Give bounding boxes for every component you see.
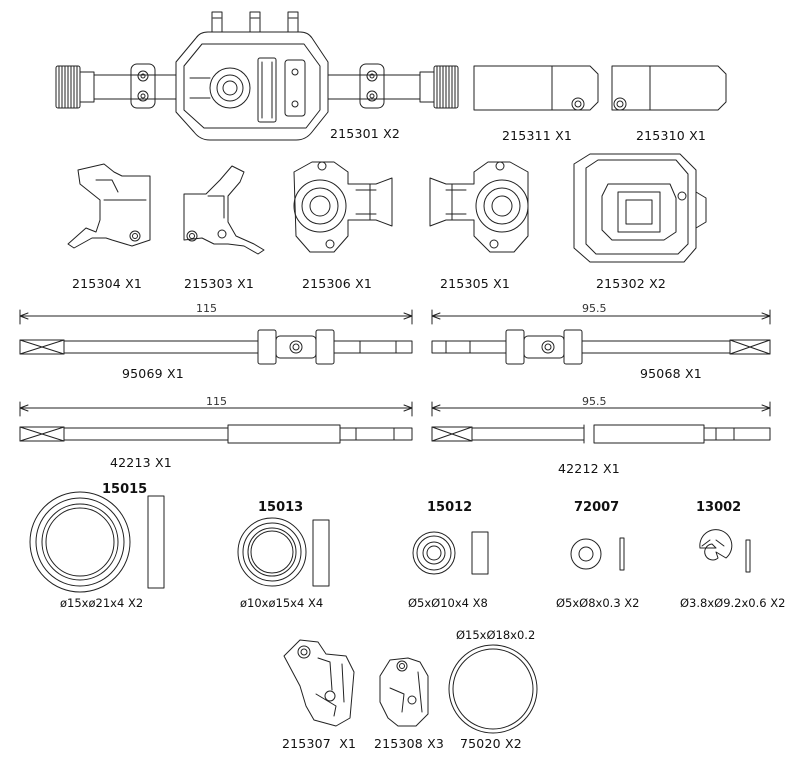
code-shim-72007: 72007 (574, 500, 620, 515)
o-ring-75020-drawing (449, 645, 537, 733)
dimension-cvd-short: 95.5 (582, 302, 607, 315)
size-bearing-15015: ø15xø21x4 X2 (60, 596, 144, 610)
label-axle-housing: 215301 X2 (330, 126, 401, 141)
code-e-clip-13002: 13002 (696, 500, 742, 515)
knuckle-left-drawing (294, 162, 392, 252)
link-mount-a-drawing (284, 640, 354, 726)
size-o-ring: Ø15xØ18x0.2 (456, 628, 536, 642)
dimension-shaft-long: 115 (206, 395, 227, 408)
shaft-short-drawing (432, 425, 770, 443)
label-shaft-short: 42212 X1 (558, 461, 620, 476)
link-mount-b-drawing (380, 658, 428, 726)
label-shaft-long: 42213 X1 (110, 455, 172, 470)
label-knuckle-left: 215306 X1 (302, 276, 373, 291)
c-hub-right-drawing (184, 166, 264, 254)
c-hub-left-drawing (68, 164, 150, 248)
cvd-short-dimension (432, 310, 770, 324)
cvd-long-dimension (20, 310, 412, 324)
label-diff-cover: 215302 X2 (596, 276, 667, 291)
size-bearing-15013: ø10xø15x4 X4 (240, 596, 324, 610)
label-cvd-short: 95068 X1 (640, 366, 702, 381)
code-bearing-15013: 15013 (258, 500, 304, 515)
tube-short-drawing (612, 66, 726, 110)
code-bearing-15012: 15012 (427, 500, 473, 515)
label-o-ring: 75020 X2 (460, 736, 522, 751)
shaft-long-drawing (20, 425, 412, 443)
label-tube-long: 215311 X1 (502, 128, 573, 143)
label-cvd-long: 95069 X1 (122, 366, 184, 381)
cvd-long-drawing (20, 330, 412, 364)
code-bearing-15015: 15015 (102, 482, 148, 497)
cvd-short-drawing (432, 330, 770, 364)
size-e-clip-13002: Ø3.8xØ9.2x0.6 X2 (680, 596, 786, 610)
bearing-15013-drawing (238, 518, 329, 586)
label-link-mount-a: 215307 X1 (282, 736, 357, 751)
shim-72007-drawing (571, 538, 624, 570)
e-clip-13002-drawing (700, 530, 750, 572)
axle-housing-drawing (56, 12, 458, 140)
tube-long-drawing (474, 66, 598, 110)
size-shim-72007: Ø5xØ8x0.3 X2 (556, 596, 640, 610)
knuckle-right-drawing (430, 162, 528, 252)
label-c-hub-right: 215303 X1 (184, 276, 255, 291)
diff-cover-drawing (574, 154, 706, 262)
bearing-15012-drawing (413, 532, 488, 574)
shaft-long-dimension (20, 402, 412, 416)
label-link-mount-b: 215308 X3 (374, 736, 445, 751)
bearing-15015-drawing (30, 492, 164, 592)
label-knuckle-right: 215305 X1 (440, 276, 511, 291)
size-bearing-15012: Ø5xØ10x4 X8 (408, 596, 488, 610)
label-tube-short: 215310 X1 (636, 128, 707, 143)
label-c-hub-left: 215304 X1 (72, 276, 143, 291)
dimension-shaft-short: 95.5 (582, 395, 607, 408)
shaft-short-dimension (432, 402, 770, 416)
dimension-cvd-long: 115 (196, 302, 217, 315)
